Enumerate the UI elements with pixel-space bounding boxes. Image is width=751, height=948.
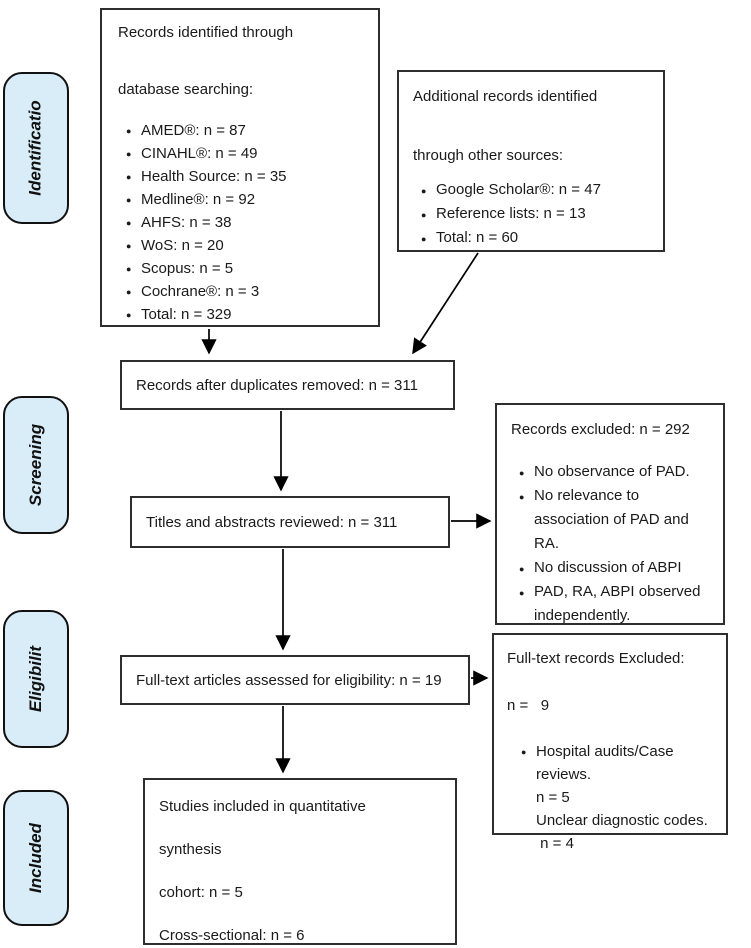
database-search-list: AMED®: n = 87 CINAHL®: n = 49 Health Sou… <box>118 119 362 327</box>
list-item: Scopus: n = 5 <box>126 257 362 281</box>
stage-label-text: Identificatio <box>26 100 45 196</box>
bullet-text: Hospital audits/Case reviews. <box>536 743 674 783</box>
list-item: PAD, RA, ABPI observed independently. <box>519 580 709 628</box>
list-item: No relevance to association of PAD and R… <box>519 484 709 556</box>
fulltext-excluded-list: Hospital audits/Case reviews. n = 5 Uncl… <box>507 740 713 855</box>
box-title-line: through other sources: <box>413 147 564 164</box>
bullet-subline: n = 4 <box>536 835 574 852</box>
list-item: Reference lists: n = 13 <box>421 202 649 227</box>
box-text-line: Cross-sectional: n = 6 <box>159 927 305 944</box>
box-other-sources: Additional records identified through ot… <box>397 70 665 252</box>
list-item: Medline®: n = 92 <box>126 188 362 212</box>
list-item: Total: n = 60 <box>421 226 649 251</box>
box-titles-reviewed: Titles and abstracts reviewed: n = 311 <box>130 496 450 548</box>
box-fulltext-assessed: Full-text articles assessed for eligibil… <box>120 655 470 705</box>
box-title-line: Records identified through <box>118 24 294 41</box>
list-item: Cochrane®: n = 3 <box>126 280 362 304</box>
excluded-count: n = 9 <box>507 697 550 714</box>
stage-label-identification: Identificatio <box>3 72 69 224</box>
stage-label-text: Eligibilit <box>26 645 46 713</box>
box-database-search: Records identified through database sear… <box>100 8 380 327</box>
records-excluded-list: No observance of PAD. No relevance to as… <box>511 460 709 628</box>
list-item: No observance of PAD. <box>519 460 709 485</box>
box-text-line: synthesis <box>159 841 222 858</box>
list-item: AMED®: n = 87 <box>126 119 362 143</box>
bullet-subline: n = 5 <box>536 789 570 806</box>
stage-label-eligibility: Eligibilit <box>3 610 69 748</box>
stage-label-text: Screening <box>26 423 46 507</box>
list-item: Hospital audits/Case reviews. n = 5 Uncl… <box>521 740 713 855</box>
box-title-line: Full-text records Excluded: <box>507 650 685 667</box>
box-records-excluded: Records excluded: n = 292 No observance … <box>495 403 725 625</box>
stage-label-included: Included <box>3 790 69 926</box>
list-item: Health Source: n = 35 <box>126 165 362 189</box>
box-title-line: database searching: <box>118 81 254 98</box>
box-title-line: Additional records identified <box>413 88 598 105</box>
box-title-line: Records excluded: n = 292 <box>511 421 690 438</box>
stage-label-screening: Screening <box>3 396 69 534</box>
list-item: Total: n = 329 <box>126 303 362 327</box>
list-item: AHFS: n = 38 <box>126 211 362 235</box>
box-duplicates-removed: Records after duplicates removed: n = 31… <box>120 360 455 410</box>
box-text-line: cohort: n = 5 <box>159 884 243 901</box>
box-label: Full-text articles assessed for eligibil… <box>136 671 442 689</box>
stage-label-text: Included <box>26 823 45 893</box>
list-item: No discussion of ABPI <box>519 556 709 581</box>
arrow-sources-to-duplicates <box>412 252 479 355</box>
box-text-line: Studies included in quantitative <box>159 798 366 815</box>
box-studies-included: Studies included in quantitative synthes… <box>143 778 457 945</box>
box-label: Records after duplicates removed: n = 31… <box>136 376 418 394</box>
box-fulltext-excluded: Full-text records Excluded: n = 9 Hospit… <box>492 633 728 852</box>
box-label: Titles and abstracts reviewed: n = 311 <box>146 513 398 531</box>
other-sources-list: Google Scholar®: n = 47 Reference lists:… <box>413 178 649 251</box>
list-item: CINAHL®: n = 49 <box>126 142 362 166</box>
list-item: Google Scholar®: n = 47 <box>421 178 649 203</box>
bullet-subline: Unclear diagnostic codes. <box>536 812 708 829</box>
list-item: WoS: n = 20 <box>126 234 362 258</box>
